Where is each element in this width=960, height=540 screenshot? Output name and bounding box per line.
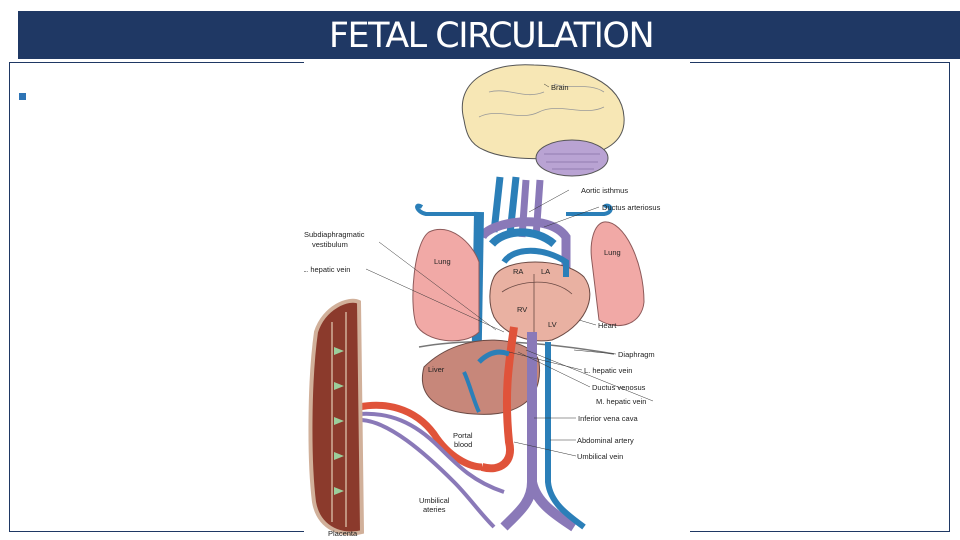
brain: [461, 64, 625, 160]
inferior-vena-cava: [500, 332, 577, 532]
label-hepatic-vein-left: L. hepatic vein: [304, 265, 350, 274]
label-lung-left: Lung: [434, 257, 451, 266]
portal-blood: [462, 371, 481, 413]
label-lv: LV: [548, 320, 557, 329]
label-lung-right: Lung: [604, 248, 621, 257]
placenta: [308, 298, 365, 536]
title-bar: [18, 11, 960, 59]
right-lung: [590, 221, 645, 327]
slide-title: FETAL CIRCULATION: [328, 16, 655, 56]
label-m-hepatic-vein: M. hepatic vein: [596, 397, 646, 406]
label-umbilical-arteries-1: Umbilical: [419, 496, 450, 505]
label-portal-blood-2: blood: [454, 440, 472, 449]
label-l-hepatic-vein: L. hepatic vein: [584, 366, 632, 375]
label-aortic-isthmus: Aortic isthmus: [581, 186, 628, 195]
label-liver: Liver: [428, 365, 445, 374]
label-diaphragm: Diaphragm: [618, 350, 655, 359]
label-ra: RA: [513, 267, 523, 276]
label-rv: RV: [517, 305, 527, 314]
bullet-marker: [19, 93, 26, 100]
label-ductus-venosus: Ductus venosus: [592, 383, 646, 392]
fetal-circulation-diagram: Brain Aortic isthmus Ductus arteriosus S…: [304, 64, 661, 538]
liver: [422, 339, 541, 415]
label-subdiaphragmatic-1: Subdiaphragmatic: [304, 230, 365, 239]
label-inferior-vena-cava: Inferior vena cava: [578, 414, 638, 423]
label-portal-blood-1: Portal: [453, 431, 473, 440]
label-heart: Heart: [598, 321, 617, 330]
heart: [489, 261, 591, 342]
label-la: LA: [541, 267, 550, 276]
label-ductus-arteriosus: Ductus arteriosus: [602, 203, 661, 212]
label-umbilical-arteries-2: ateries: [423, 505, 446, 514]
umbilical-arteries: [358, 411, 505, 529]
fetal-circulation-figure: Brain Aortic isthmus Ductus arteriosus S…: [304, 62, 690, 540]
left-lung: [412, 228, 480, 342]
label-abdominal-artery: Abdominal artery: [577, 436, 634, 445]
label-subdiaphragmatic-2: vestibulum: [312, 240, 348, 249]
umbilical-vein: [358, 401, 483, 471]
label-brain: Brain: [551, 83, 569, 92]
ductus-venosus: [480, 326, 518, 473]
label-umbilical-vein: Umbilical vein: [577, 452, 623, 461]
label-placenta: Placenta: [328, 529, 358, 538]
cerebellum: [535, 139, 609, 177]
